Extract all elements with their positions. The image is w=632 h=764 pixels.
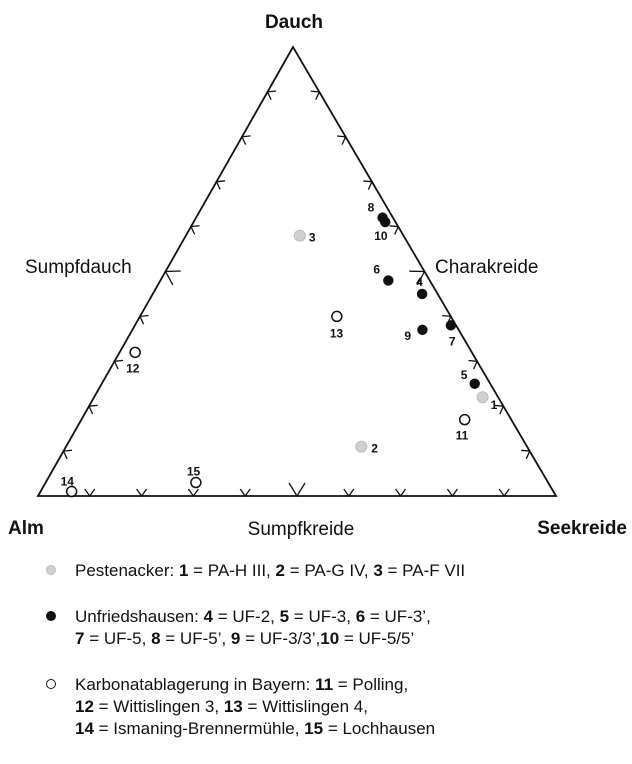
legend-text: 11 = Polling,: [315, 675, 409, 694]
tick-left-8: [88, 404, 98, 415]
data-point-label-12: 12: [126, 361, 140, 375]
data-point-3: [293, 229, 306, 242]
tick-right-9: [521, 449, 531, 460]
tick-right-3: [363, 180, 373, 190]
data-point-6: [383, 275, 394, 286]
legend-text: 15 = Lochhausen: [304, 719, 436, 738]
legend-text: 12 = Wittislingen 3,: [75, 697, 224, 716]
tick-right-1: [310, 90, 321, 101]
tick-right-5: [409, 270, 426, 286]
legend-entry: Pestenacker: 1 = PA-H III, 2 = PA-G IV, …: [44, 560, 614, 582]
legend-line: Unfriedshausen: 4 = UF-2, 5 = UF-3, 6 = …: [75, 606, 614, 628]
legend-text: 6 = UF-3’,: [355, 607, 431, 626]
vertex-label-left: Alm: [8, 518, 44, 539]
tick-left-3: [215, 180, 226, 190]
data-point-label-15: 15: [187, 465, 201, 479]
legend-text: Unfriedshausen:: [75, 607, 204, 626]
data-point-label-13: 13: [330, 326, 344, 340]
data-point-label-4: 4: [416, 275, 423, 289]
data-point-label-5: 5: [461, 368, 468, 382]
tick-left-5: [164, 270, 181, 286]
triangle-axes: [36, 45, 558, 498]
data-point-10: [380, 216, 391, 228]
legend-entry: Karbonatablagerung in Bayern: 11 = Polli…: [44, 674, 614, 740]
legend-line: 12 = Wittislingen 3, 13 = Wittislingen 4…: [75, 696, 614, 718]
data-point-label-2: 2: [371, 442, 378, 456]
data-point-label-8: 8: [368, 201, 375, 215]
tick-bottom-8: [446, 488, 458, 498]
legend-text: 1 = PA-H III,: [178, 561, 276, 580]
legend-line: 7 = UF-5, 8 = UF-5’, 9 = UF-3/3’,10 = UF…: [75, 628, 614, 650]
legend-text: 13 = Wittislingen 4,: [223, 697, 368, 716]
data-point-label-9: 9: [404, 329, 411, 343]
data-point-13: [331, 310, 343, 323]
tick-right-2: [336, 135, 347, 145]
tick-left-6: [139, 314, 149, 325]
data-point-label-7: 7: [449, 334, 456, 348]
data-point-4: [416, 288, 428, 300]
legend-marker-open: [46, 679, 56, 689]
legend-text: 5 = UF-3,: [279, 607, 356, 626]
data-point-label-10: 10: [374, 229, 388, 243]
data-point-label-1: 1: [491, 398, 498, 412]
tick-bottom-6: [343, 488, 355, 498]
tick-bottom-1: [84, 488, 96, 498]
axis-labels: Dauch Alm Seekreide Sumpfdauch Charakrei…: [8, 12, 627, 540]
data-point-14: [65, 485, 78, 498]
data-point-15: [190, 476, 202, 489]
data-point-label-11: 11: [456, 429, 469, 443]
legend-line: 14 = Ismaning-Brennermühle, 15 = Lochhau…: [75, 718, 614, 740]
tick-bottom-2: [136, 488, 148, 498]
legend-line: Pestenacker: 1 = PA-H III, 2 = PA-G IV, …: [75, 560, 614, 582]
legend-entry: Unfriedshausen: 4 = UF-2, 5 = UF-3, 6 = …: [44, 606, 614, 650]
tick-left-1: [266, 90, 277, 100]
legend-text: 8 = UF-5’,: [151, 629, 231, 648]
edge-label-right: Charakreide: [435, 257, 539, 278]
legend-marker-filled: [46, 611, 56, 621]
legend-text: 14 = Ismaning-Brennermühle,: [75, 719, 305, 738]
tick-right-4: [389, 225, 400, 235]
tick-left-4: [190, 225, 200, 235]
legend-text: 7 = UF-5,: [75, 629, 152, 648]
edge-label-left: Sumpfdauch: [25, 257, 132, 278]
legend-line: Karbonatablagerung in Bayern: 11 = Polli…: [75, 674, 614, 696]
vertex-label-right: Seekreide: [537, 518, 627, 539]
data-point-9: [417, 324, 428, 336]
tick-bottom-9: [498, 488, 510, 498]
legend-text: Pestenacker:: [75, 561, 179, 580]
tick-left-9: [62, 449, 73, 460]
tick-left-7: [113, 359, 124, 370]
legend-text: 4 = UF-2,: [203, 607, 280, 626]
legend: Pestenacker: 1 = PA-H III, 2 = PA-G IV, …: [44, 560, 614, 764]
data-point-7: [445, 320, 457, 331]
tick-bottom-7: [395, 488, 407, 498]
legend-text: 2 = PA-G IV,: [275, 561, 374, 580]
data-point-11: [458, 413, 471, 426]
data-point-5: [469, 378, 480, 389]
vertex-label-top: Dauch: [265, 12, 323, 33]
tick-bottom-5: [288, 482, 306, 498]
tick-left-2: [241, 135, 251, 145]
edge-label-bottom: Sumpfkreide: [248, 519, 355, 540]
data-point-12: [129, 346, 141, 359]
data-point-2: [355, 440, 368, 453]
data-point-label-3: 3: [309, 231, 316, 245]
legend-text: 10 = UF-5/5’: [320, 629, 415, 648]
tick-bottom-4: [239, 488, 251, 498]
data-point-label-14: 14: [61, 475, 75, 489]
tick-bottom-3: [187, 488, 199, 498]
tick-right-8: [494, 404, 505, 415]
data-point-1: [476, 391, 489, 404]
tick-right-7: [468, 359, 479, 370]
data-point-label-6: 6: [373, 262, 380, 276]
legend-text: 3 = PA-F VII: [373, 561, 466, 580]
legend-marker-grey: [46, 565, 56, 575]
legend-text: Karbonatablagerung in Bayern:: [75, 675, 316, 694]
legend-text: 9 = UF-3/3’,: [230, 629, 321, 648]
